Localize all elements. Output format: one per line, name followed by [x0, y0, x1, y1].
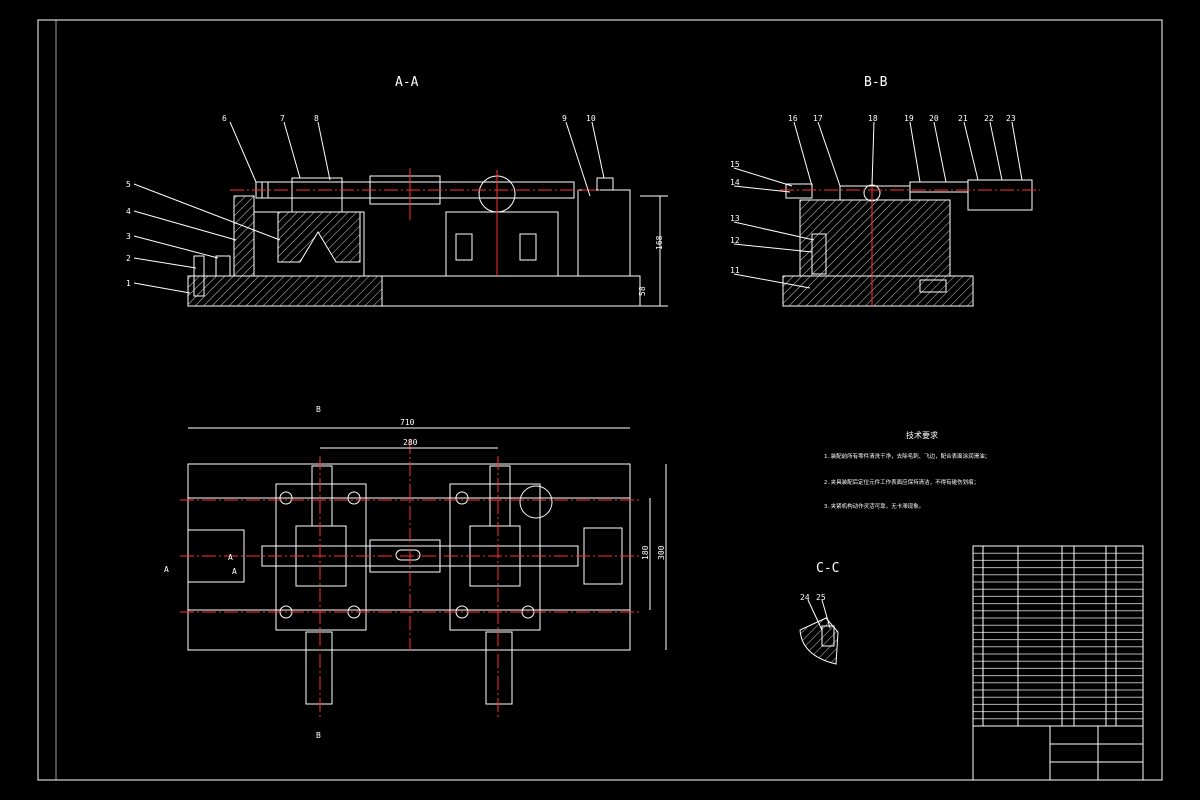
bb-body: [799, 199, 951, 277]
balloon-8: 8: [314, 114, 319, 123]
technical-requirements: 技术要求 1.装配前所有零件清洗干净，去除毛刺、飞边，配合表面涂润滑油； 2.夹…: [824, 430, 990, 510]
balloon-12: 12: [730, 236, 740, 245]
tech-req-item-3: 3.夹紧机构动作灵活可靠，无卡滞现象。: [824, 502, 924, 510]
balloon-15: 15: [730, 160, 740, 169]
balloon-19: 19: [904, 114, 914, 123]
balloon-5: 5: [126, 180, 131, 189]
view-mark-a-inner1: A: [228, 553, 233, 562]
balloon-24: 24: [800, 593, 810, 602]
balloon-6: 6: [222, 114, 227, 123]
balloon-9: 9: [562, 114, 567, 123]
balloon-13: 13: [730, 214, 740, 223]
balloon-25: 25: [816, 593, 826, 602]
balloon-2: 2: [126, 254, 131, 263]
plan-base-outline: [187, 463, 631, 651]
base-plate: [187, 275, 383, 307]
balloon-4: 4: [126, 207, 131, 216]
balloon-14: 14: [730, 178, 740, 187]
outer-border: [37, 19, 1163, 781]
balloon-7: 7: [280, 114, 285, 123]
balloon-21: 21: [958, 114, 968, 123]
view-mark-b-top: B: [316, 405, 321, 414]
v-block: [277, 211, 361, 263]
dim-center-distance: 280: [403, 438, 418, 447]
balloon-18: 18: [868, 114, 878, 123]
section-cc-title: C-C: [816, 561, 839, 576]
view-mark-a-inner2: A: [232, 567, 237, 576]
balloon-group-aa: 1 2 3 4 5 6 7 8 9 10: [126, 114, 605, 294]
left-cylinder: [305, 631, 333, 705]
balloon-22: 22: [984, 114, 994, 123]
plan-view: 710 280 180 300 B B A A A: [164, 405, 667, 740]
balloon-16: 16: [788, 114, 798, 123]
left-fixture-block: [275, 483, 367, 631]
balloon-17: 17: [813, 114, 823, 123]
section-view-aa: A-A 168 58: [126, 75, 668, 307]
title-block: [972, 545, 1144, 781]
right-cylinder: [485, 631, 513, 705]
section-aa-title: A-A: [395, 75, 419, 90]
right-fixture-block: [449, 483, 541, 631]
bb-base: [782, 275, 974, 307]
view-mark-a-left: A: [164, 565, 169, 574]
balloon-1: 1: [126, 279, 131, 288]
view-mark-b-bottom: B: [316, 731, 321, 740]
balloon-10: 10: [586, 114, 596, 123]
balloon-20: 20: [929, 114, 939, 123]
left-support: [233, 195, 255, 277]
tech-req-title: 技术要求: [906, 430, 938, 440]
balloon-3: 3: [126, 232, 131, 241]
tech-req-item-2: 2.夹具装配后定位元件工作表面应保持清洁，不得有碰伤划痕；: [824, 478, 979, 486]
dim-width-inner: 180: [641, 545, 650, 560]
dim-total-height: 168: [655, 235, 664, 250]
bb-cylinder: [967, 179, 1033, 211]
balloon-11: 11: [730, 266, 740, 275]
section-bb-title: B-B: [864, 75, 888, 90]
dim-width-outer: 300: [657, 545, 666, 560]
section-view-bb: B-B 11 12 13 14 15: [730, 75, 1040, 307]
section-view-cc: C-C 24 25: [799, 561, 839, 665]
inner-border: [55, 19, 1163, 781]
dim-overall-length: 710: [400, 418, 415, 427]
right-block: [577, 189, 631, 277]
dim-base-height: 58: [638, 286, 647, 296]
balloon-group-bb: 11 12 13 14 15 16 17 18 19 20 21 22 23: [730, 114, 1023, 289]
tech-req-item-1: 1.装配前所有零件清洗干净，去除毛刺、飞边，配合表面涂润滑油；: [824, 452, 990, 460]
balloon-23: 23: [1006, 114, 1016, 123]
